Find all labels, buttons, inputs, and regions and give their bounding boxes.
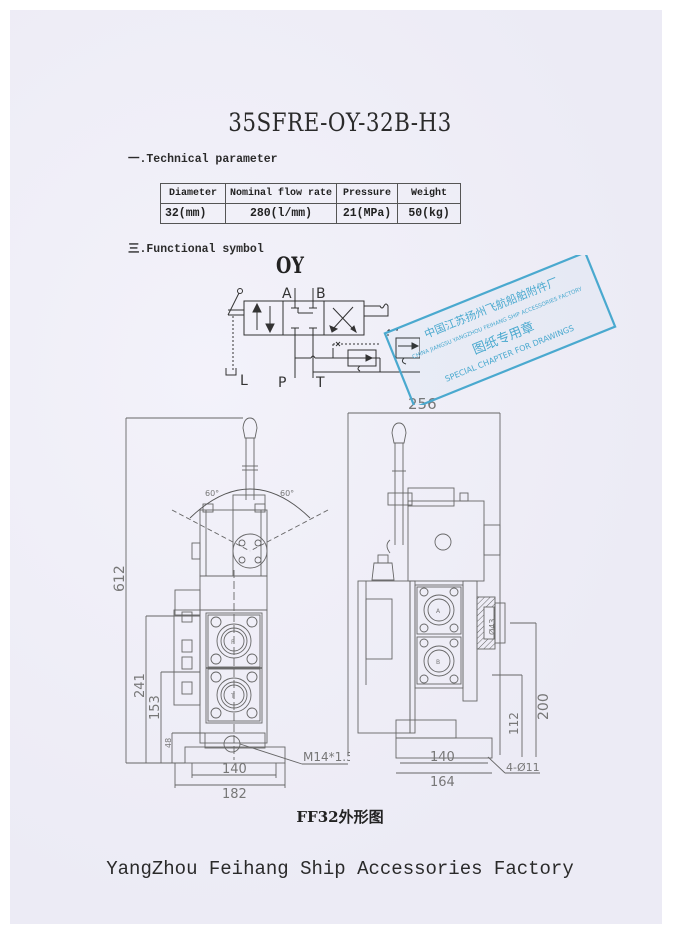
port-label-l: L [240, 373, 248, 389]
dim-height-153: 153 [148, 695, 163, 720]
dim-thread: M14*1.5 [303, 750, 350, 764]
dim-port-diameter: Ø43 [487, 619, 497, 635]
section-functional-symbol: 三.Functional symbol [128, 243, 264, 256]
section-technical-parameter: 一.Technical parameter [128, 153, 278, 166]
hydraulic-symbol-diagram: A B P T L [225, 286, 420, 390]
header-weight: Weight [397, 183, 462, 204]
scanned-page [10, 10, 662, 924]
port-label-b-side: B [436, 659, 440, 666]
port-label-a-side: A [436, 608, 441, 615]
dim-base-outer-side: 164 [430, 775, 455, 790]
port-label-a: A [282, 286, 292, 302]
port-label-t: T [315, 375, 325, 390]
port-label-t-front: T [230, 693, 235, 700]
header-pressure: Pressure [336, 183, 399, 204]
port-label-p-front: P [231, 639, 235, 646]
dim-angle-right: 60° [280, 489, 294, 498]
value-diameter: 32(mm) [160, 203, 226, 224]
company-footer: YangZhou Feihang Ship Accessories Factor… [106, 858, 574, 880]
dim-height-200: 200 [536, 693, 552, 720]
dim-height-48: 48 [164, 738, 173, 748]
port-label-p: P [278, 375, 286, 390]
value-weight: 50(kg) [397, 203, 462, 224]
dim-height-241: 241 [133, 673, 148, 698]
dim-base-inner: 140 [222, 762, 247, 777]
port-label-b: B [316, 286, 326, 302]
symbol-name: OY [276, 253, 304, 279]
dim-angle-left: 60° [205, 489, 219, 498]
drawing-caption: FF32外形图 [296, 808, 384, 826]
front-view-drawing: 612 241 153 48 140 182 M14*1.5 60° 60° P… [112, 417, 350, 800]
side-view-drawing: 256 200 112 Ø43 140 164 4-Ø11 A B [347, 395, 552, 790]
dim-mounting-holes: 4-Ø11 [506, 761, 540, 774]
technical-parameter-table: Diameter Nominal flow rate Pressure Weig… [160, 183, 462, 224]
header-flow-rate: Nominal flow rate [224, 183, 338, 204]
value-flow-rate: 280(l/mm) [224, 203, 338, 224]
dim-height-112: 112 [507, 712, 521, 735]
dim-base-outer: 182 [222, 787, 247, 800]
dim-base-inner-side: 140 [430, 750, 455, 765]
value-pressure: 21(MPa) [336, 203, 399, 224]
dim-overall-height: 612 [112, 565, 128, 592]
drawing-approval-stamp: 中国江苏扬州飞航船舶附件厂 CHINA JIANGSU YANGZHOU FEI… [383, 255, 617, 405]
header-diameter: Diameter [160, 183, 226, 204]
document-title: 35SFRE-OY-32B-H3 [228, 108, 452, 137]
